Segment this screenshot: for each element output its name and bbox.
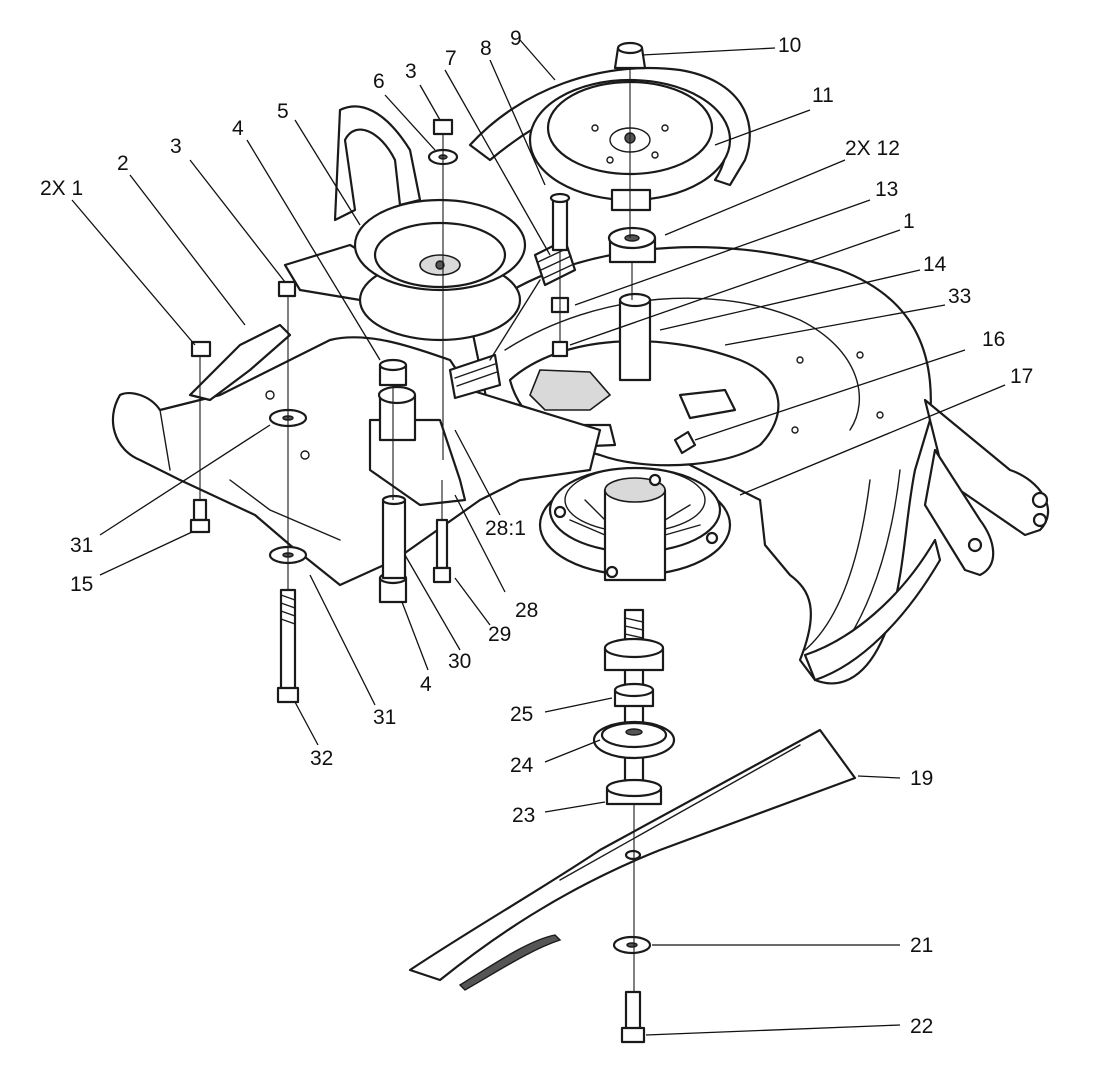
callout-5: 5 [277,100,289,123]
callout-23: 23 [512,804,535,827]
rear-bracket [923,398,1050,577]
seal-24 [592,720,676,760]
callout-17: 17 [1010,365,1033,388]
callout-31-lower: 31 [373,706,396,729]
callout-11: 11 [812,84,834,107]
callout-32: 32 [310,747,333,770]
callout-9: 9 [510,27,522,50]
bolt-22 [620,990,646,1044]
callout-28-1: 28:1 [485,517,526,540]
idler-pulley-5 [353,198,527,342]
blade-19 [408,728,857,991]
callout-3-top: 3 [405,60,417,83]
callout-2x12: 2X 12 [845,137,900,160]
callout-2: 2 [117,152,129,175]
callout-10: 10 [778,34,801,57]
spring-7 [448,238,577,400]
bearing-upper [603,637,665,672]
callout-16: 16 [982,328,1005,351]
callout-14: 14 [923,253,947,276]
callout-22: 22 [910,1015,933,1038]
callout-30: 30 [448,650,471,673]
spindle-shaft [618,292,652,382]
callout-28: 28 [515,599,538,622]
spacer-25 [613,682,655,708]
callout-7: 7 [445,47,457,70]
callout-21: 21 [910,934,933,957]
callout-1: 1 [903,210,915,233]
callout-6: 6 [373,70,385,93]
callout-31-upper: 31 [70,534,93,557]
callout-8: 8 [480,37,492,60]
callout-13: 13 [875,178,898,201]
spacer-12 [607,226,657,264]
callout-29: 29 [488,623,511,646]
callout-15: 15 [70,573,93,596]
pivot-shaft-30 [381,494,407,580]
washer-21 [612,935,652,955]
bolt-32 [276,588,300,704]
nut-10 [613,41,647,70]
bolt-15 [189,498,211,534]
callout-19: 19 [910,767,933,790]
callout-labels: 10 9 8 7 3 6 11 5 4 3 2X 12 2 2X 1 13 1 … [40,27,1033,1038]
callout-4-top: 4 [232,117,244,140]
leader-lines [71,39,1006,1036]
callout-3-left: 3 [170,135,182,158]
spacer-4-upper [378,358,408,387]
callout-24: 24 [510,754,534,777]
callout-2x1: 2X 1 [40,177,83,200]
callout-33: 33 [948,285,971,308]
bolt-8-group [549,192,571,358]
callout-4-lower: 4 [420,673,432,696]
assembly-axes [199,68,635,992]
bearing-23 [605,778,663,806]
spindle-housing-16 [538,430,732,582]
bolt-29 [432,518,452,584]
callout-25: 25 [510,703,533,726]
